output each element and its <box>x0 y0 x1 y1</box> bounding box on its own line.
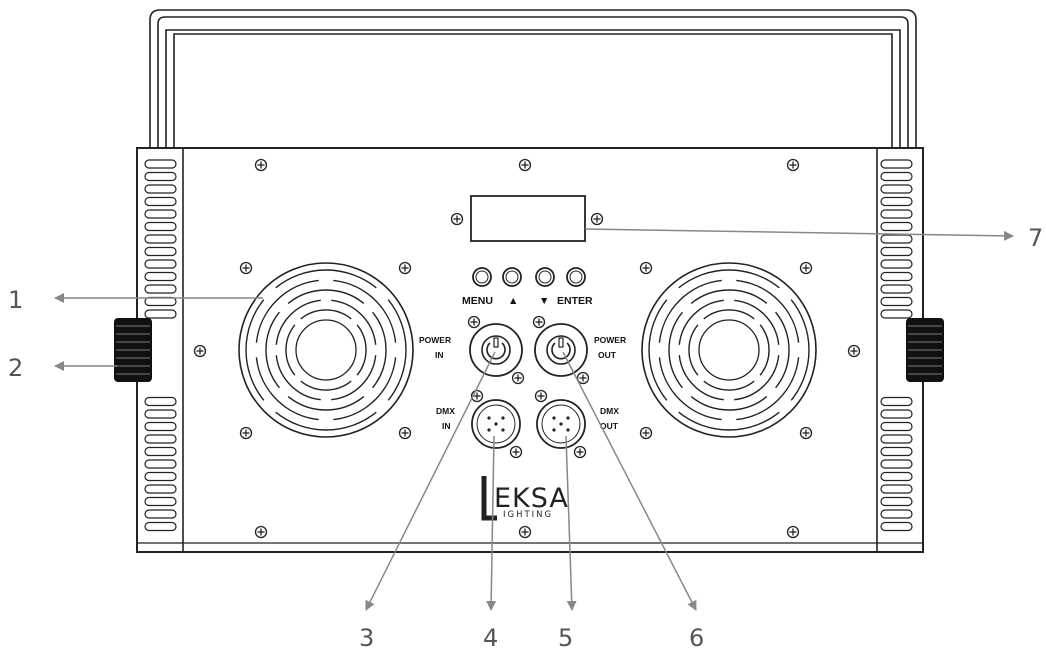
vent-slot <box>880 421 913 432</box>
vent-slot <box>880 409 913 419</box>
vent-slot <box>144 271 177 282</box>
callout-number-6: 6 <box>689 624 704 651</box>
power-in-connector <box>467 315 525 385</box>
down-button[interactable] <box>535 267 555 287</box>
vent-slot <box>144 309 177 319</box>
callout-number-4: 4 <box>483 624 498 651</box>
vent-slot <box>880 234 913 244</box>
callout-number-3: 3 <box>359 624 374 651</box>
display-window <box>470 195 586 242</box>
right-lock-knob <box>906 318 944 382</box>
vent-slot <box>880 221 913 232</box>
vent-slot <box>880 296 913 307</box>
vent-slot <box>880 396 913 407</box>
dmx-out-connector <box>534 389 587 459</box>
leader-7 <box>584 228 1014 241</box>
up-button[interactable] <box>502 267 522 287</box>
dmx-out-label-line2: OUT <box>600 421 619 431</box>
power-in-label-line2: IN <box>435 350 444 360</box>
vent-slot <box>880 196 913 207</box>
vent-slot <box>880 284 913 294</box>
callout-leaders <box>54 228 1014 611</box>
vent-slot <box>144 434 177 444</box>
vent-slot <box>880 184 913 194</box>
vent-slot <box>144 409 177 419</box>
dmx-out-label-line1: DMX <box>600 406 619 416</box>
vent-slot <box>880 459 913 469</box>
vent-slot <box>144 496 177 507</box>
vent-slot <box>144 421 177 432</box>
control-buttons <box>472 267 586 287</box>
dmx-in-connector <box>470 389 523 459</box>
logo-brand-text: EKSA <box>494 483 569 514</box>
right-vent-slots <box>880 159 913 532</box>
vent-slot <box>880 446 913 457</box>
power-out-connector <box>532 315 590 385</box>
vent-slot <box>880 496 913 507</box>
button-labels: MENU ▲ ▼ ENTER <box>462 295 593 307</box>
vent-slot <box>144 284 177 294</box>
vent-slot <box>144 209 177 219</box>
vent-slot <box>880 434 913 444</box>
callout-number-5: 5 <box>558 624 573 651</box>
vent-slot <box>144 471 177 482</box>
vent-slot <box>880 209 913 219</box>
power-in-label-line1: POWER <box>419 335 451 345</box>
vent-slot <box>880 509 913 519</box>
vent-slot <box>880 309 913 319</box>
leader-5 <box>565 435 577 611</box>
right-cooling-fan <box>641 262 817 438</box>
enter-label: ENTER <box>557 295 593 307</box>
menu-label: MENU <box>462 295 493 307</box>
leader-4 <box>486 435 497 611</box>
vent-slot <box>880 159 913 169</box>
vent-slot <box>880 246 913 257</box>
vent-slot <box>880 484 913 494</box>
logo-sub-text: IGHTING <box>503 510 553 520</box>
vent-slot <box>880 171 913 182</box>
callout-number-2: 2 <box>8 354 23 382</box>
vent-slot <box>880 471 913 482</box>
dmx-in-label-line1: DMX <box>436 406 455 416</box>
vent-slot <box>144 396 177 407</box>
vent-slot <box>144 509 177 519</box>
vent-slot <box>144 196 177 207</box>
callout-number-1: 1 <box>8 286 23 314</box>
vent-slot <box>144 446 177 457</box>
vent-slot <box>144 234 177 244</box>
leader-3 <box>365 351 496 611</box>
power-out-label-line2: OUT <box>598 350 617 360</box>
down-arrow-label: ▼ <box>539 295 549 307</box>
vent-slot <box>144 159 177 169</box>
vent-slot <box>144 246 177 257</box>
callout-number-7: 7 <box>1028 224 1043 252</box>
vent-slot <box>144 184 177 194</box>
vent-slot <box>144 459 177 469</box>
vent-slot <box>144 171 177 182</box>
leader-6 <box>562 351 697 611</box>
vent-slot <box>880 271 913 282</box>
vent-slot <box>144 259 177 269</box>
vent-slot <box>880 259 913 269</box>
power-out-label-line1: POWER <box>594 335 626 345</box>
left-lock-knob <box>114 318 152 382</box>
left-vent-slots <box>144 159 177 532</box>
up-arrow-label: ▲ <box>508 295 518 307</box>
menu-button[interactable] <box>472 267 492 287</box>
dmx-in-label-line2: IN <box>442 421 451 431</box>
enter-button[interactable] <box>566 267 586 287</box>
vent-slot <box>144 221 177 232</box>
vent-slot <box>144 521 177 532</box>
vent-slot <box>144 484 177 494</box>
brand-logo: EKSA IGHTING <box>481 476 569 521</box>
left-cooling-fan <box>238 262 414 438</box>
vent-slot <box>880 521 913 532</box>
